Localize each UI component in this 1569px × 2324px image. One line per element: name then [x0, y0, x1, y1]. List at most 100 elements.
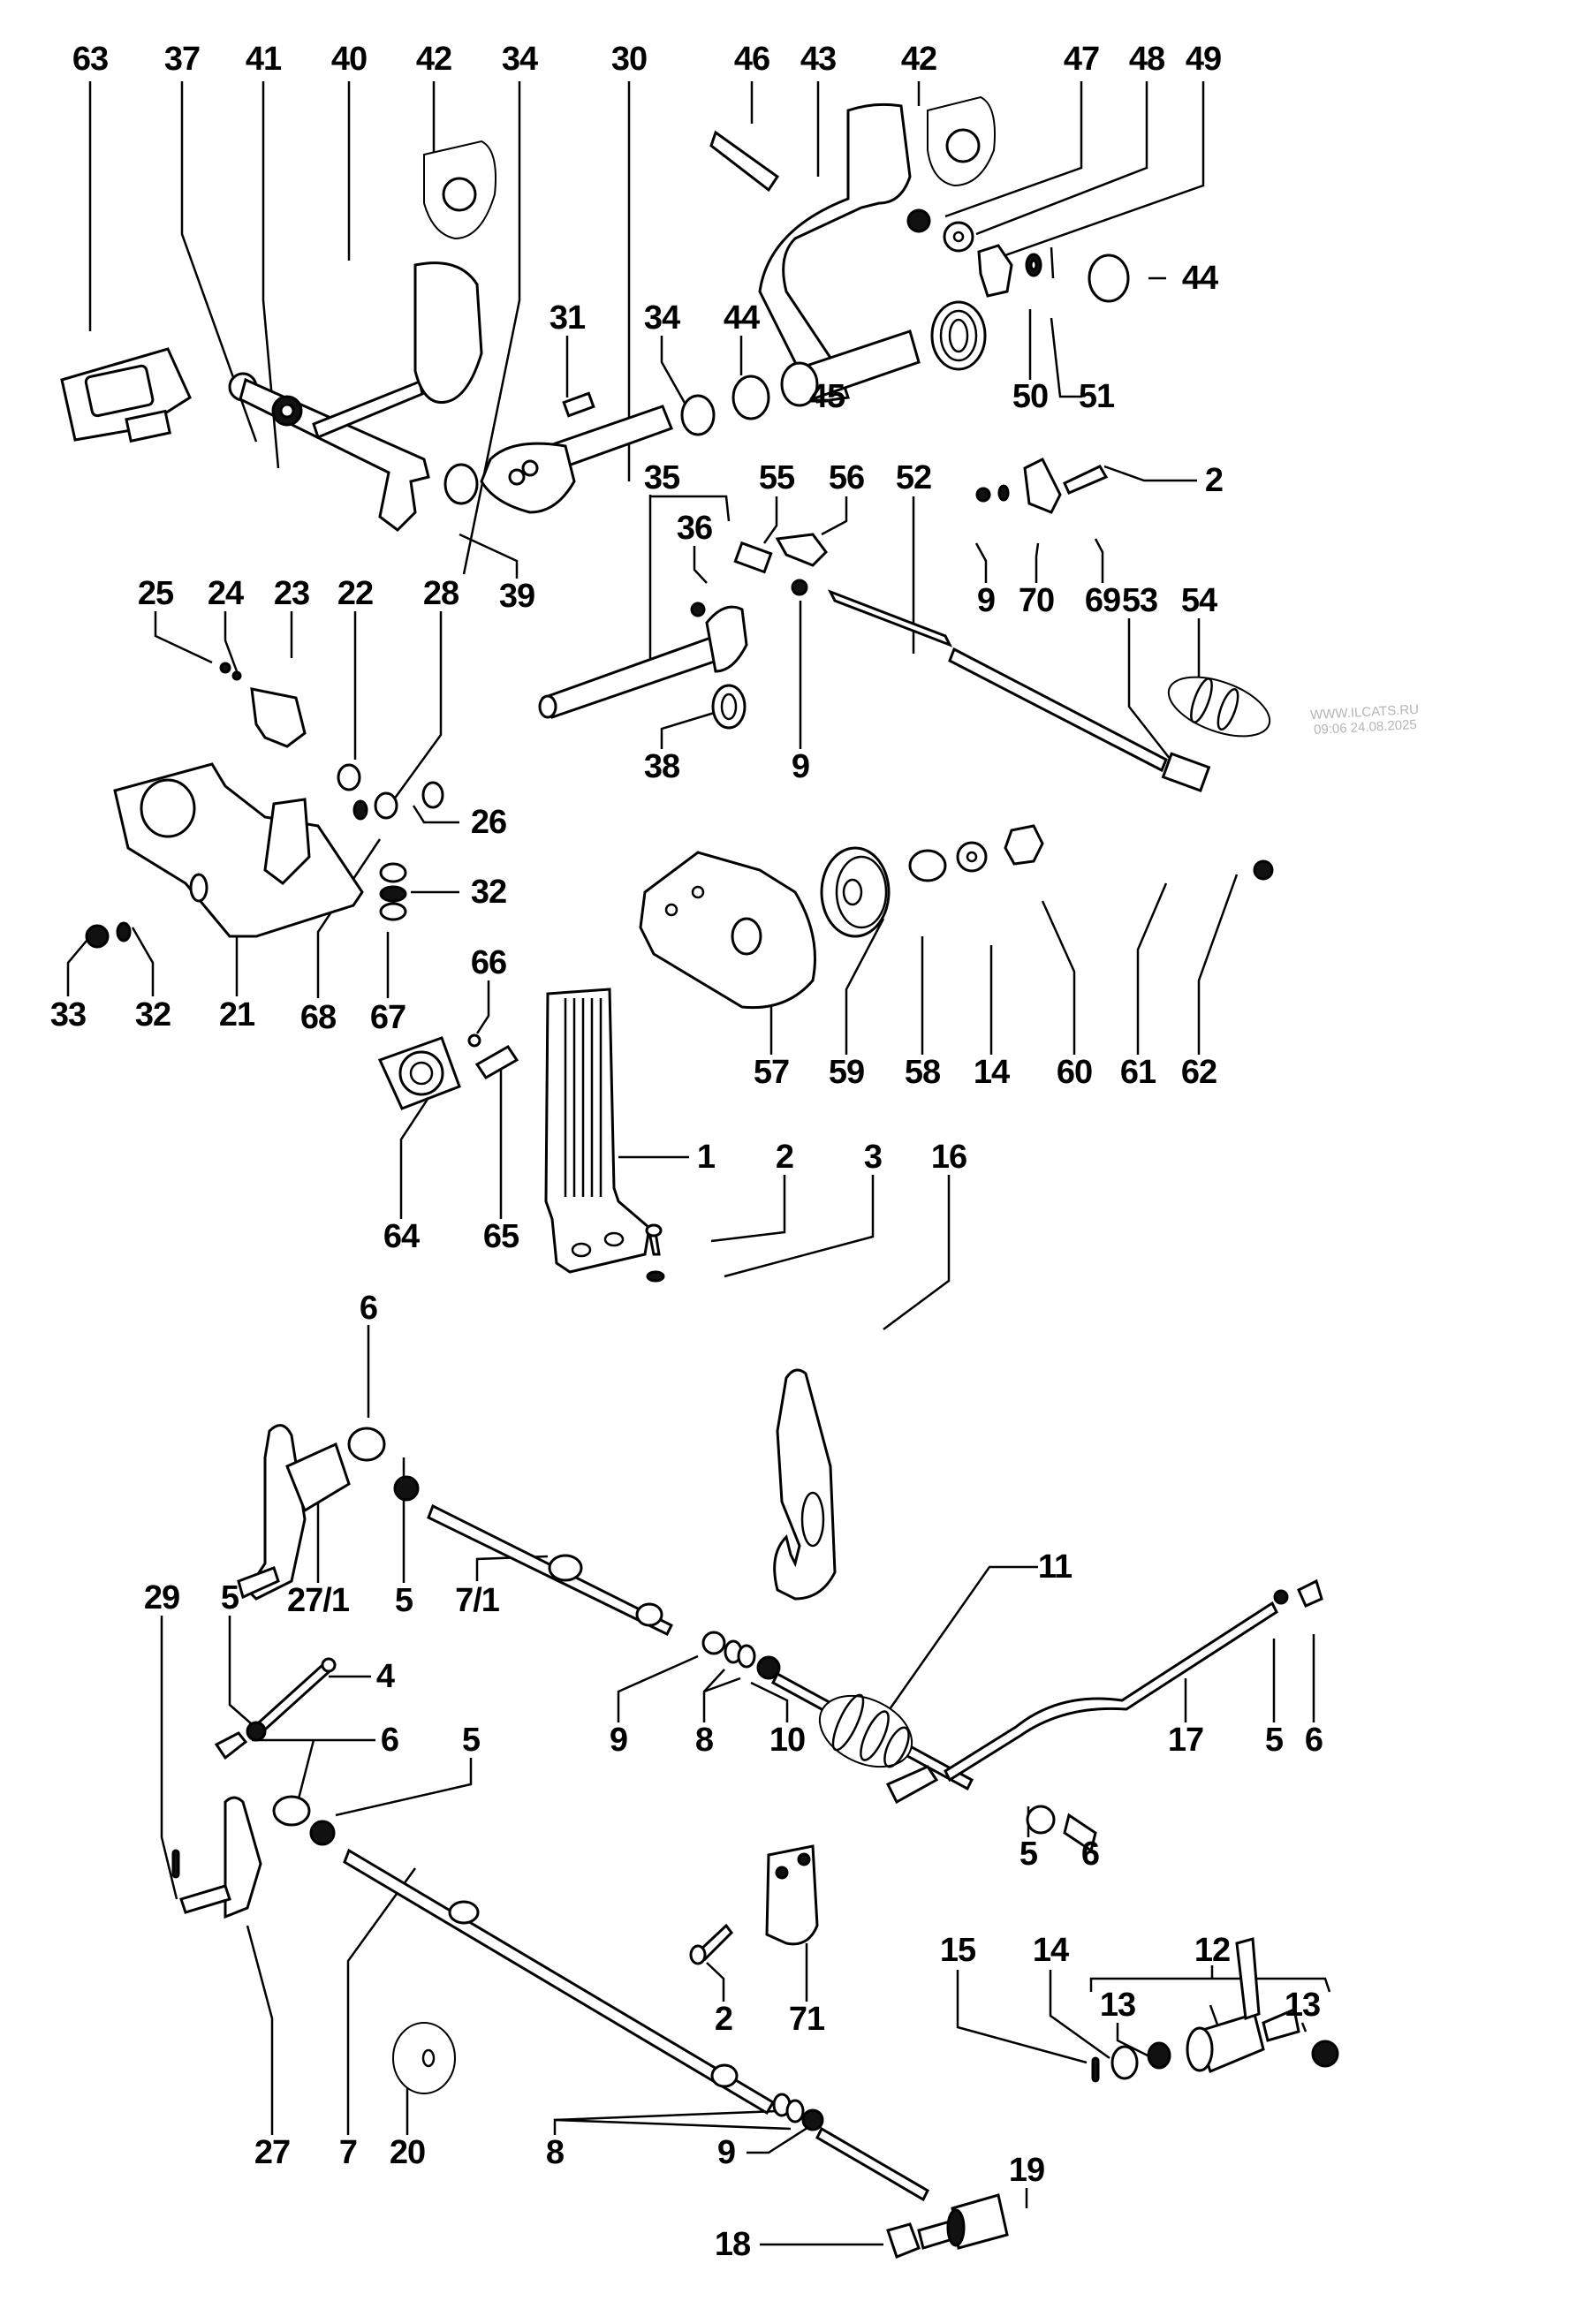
callout-40: 40 [330, 41, 368, 78]
callout-71: 71 [788, 2001, 825, 2038]
callout-36: 36 [676, 510, 713, 547]
callout-26: 26 [470, 804, 507, 841]
callout-25: 25 [137, 575, 174, 612]
callout-42b: 42 [900, 41, 937, 78]
callout-16: 16 [930, 1139, 967, 1176]
callout-6d: 6 [1080, 1836, 1100, 1873]
callout-68: 68 [299, 999, 337, 1036]
callout-32: 32 [470, 874, 507, 911]
callout-5b: 5 [220, 1579, 239, 1616]
callout-29: 29 [143, 1579, 180, 1616]
pedal-bracket-part [113, 762, 364, 938]
callout-49: 49 [1185, 41, 1222, 78]
callout-15: 15 [939, 1932, 976, 1969]
parts-art [60, 95, 1339, 2259]
callout-5: 5 [394, 1582, 413, 1619]
callout-5c: 5 [461, 1722, 481, 1759]
callout-8b: 8 [545, 2134, 565, 2171]
callout-70: 70 [1018, 582, 1055, 619]
callout-44b: 44 [1181, 260, 1218, 297]
callout-6c: 6 [1304, 1722, 1323, 1759]
cable-boot-lower-part [771, 1671, 974, 1805]
callout-55: 55 [758, 459, 795, 496]
callout-38: 38 [643, 748, 680, 785]
callout-59: 59 [828, 1054, 865, 1091]
clutch-pedal-part [312, 261, 483, 440]
selector-shaft-part [538, 533, 828, 719]
callout-27-1: 27/1 [287, 1582, 350, 1619]
watermark: WWW.ILCATS.RU 09:06 24.08.2025 [1310, 702, 1421, 738]
leader-lines [66, 81, 1331, 2246]
accelerator-cable-part [827, 589, 1211, 792]
callout-27: 27 [254, 2134, 291, 2171]
callout-46: 46 [733, 41, 770, 78]
callout-6b: 6 [380, 1722, 399, 1759]
callout-7: 7 [338, 2134, 358, 2171]
callout-9c: 9 [609, 1722, 628, 1759]
callout-23: 23 [273, 575, 310, 612]
hook-lever-part [773, 1368, 837, 1601]
callout-9d: 9 [716, 2134, 736, 2171]
flange-part [377, 1033, 519, 1110]
callout-39: 39 [498, 578, 535, 615]
throttle-lever-upper-part [237, 1424, 351, 1601]
callout-54: 54 [1180, 582, 1217, 619]
callout-14b: 14 [1032, 1932, 1069, 1969]
lever-12-part [1186, 1937, 1300, 2074]
callout-34b: 34 [643, 299, 680, 337]
callout-30: 30 [610, 41, 648, 78]
callout-7-1: 7/1 [455, 1582, 500, 1619]
callout-53: 53 [1121, 582, 1158, 619]
callout-66: 66 [470, 944, 507, 981]
callout-37: 37 [163, 41, 201, 78]
callout-52: 52 [895, 459, 932, 496]
callout-33: 33 [49, 996, 87, 1033]
callout-65: 65 [482, 1218, 519, 1255]
callout-35: 35 [643, 459, 680, 496]
callout-13: 13 [1099, 1987, 1136, 2024]
callout-4: 4 [375, 1658, 395, 1695]
callout-21: 21 [218, 996, 255, 1033]
callout-51: 51 [1078, 378, 1115, 415]
callout-6: 6 [359, 1290, 378, 1327]
cable-boot-part [1167, 676, 1271, 738]
callout-9: 9 [976, 582, 996, 619]
callout-12: 12 [1194, 1932, 1231, 1969]
callout-69: 69 [1084, 582, 1121, 619]
callout-60: 60 [1056, 1054, 1093, 1091]
callout-58: 58 [904, 1054, 941, 1091]
callout-19: 19 [1008, 2152, 1045, 2189]
callout-2b: 2 [775, 1139, 794, 1176]
cable-7-part [343, 1848, 929, 2202]
callout-8: 8 [694, 1722, 714, 1759]
callout-47: 47 [1063, 41, 1100, 78]
callout-10: 10 [769, 1722, 806, 1759]
callout-57: 57 [753, 1054, 790, 1091]
callout-61: 61 [1119, 1054, 1156, 1091]
callout-62: 62 [1180, 1054, 1217, 1091]
callout-14: 14 [973, 1054, 1010, 1091]
callout-5e: 5 [1019, 1836, 1038, 1873]
callout-48: 48 [1128, 41, 1165, 78]
callout-28: 28 [422, 575, 459, 612]
callout-56: 56 [828, 459, 865, 496]
callout-2c: 2 [714, 2001, 733, 2038]
pedal-cover-part [423, 95, 996, 240]
accelerator-pedal-part [544, 988, 651, 1274]
callout-31: 31 [549, 299, 586, 337]
callout-9b: 9 [791, 748, 810, 785]
callout-42: 42 [415, 41, 452, 78]
throttle-lever-lower-part [179, 1796, 262, 1919]
callout-11: 11 [1037, 1548, 1073, 1586]
callout-3: 3 [863, 1139, 883, 1176]
callout-13b: 13 [1284, 1987, 1321, 2024]
callout-50: 50 [1012, 378, 1049, 415]
callout-32b: 32 [134, 996, 171, 1033]
pedal-shaft-part [480, 405, 673, 514]
callout-20: 20 [389, 2134, 426, 2171]
callout-17: 17 [1167, 1722, 1204, 1759]
brake-pedal-part [758, 102, 921, 407]
callout-63: 63 [72, 41, 109, 78]
callout-67: 67 [369, 999, 406, 1036]
